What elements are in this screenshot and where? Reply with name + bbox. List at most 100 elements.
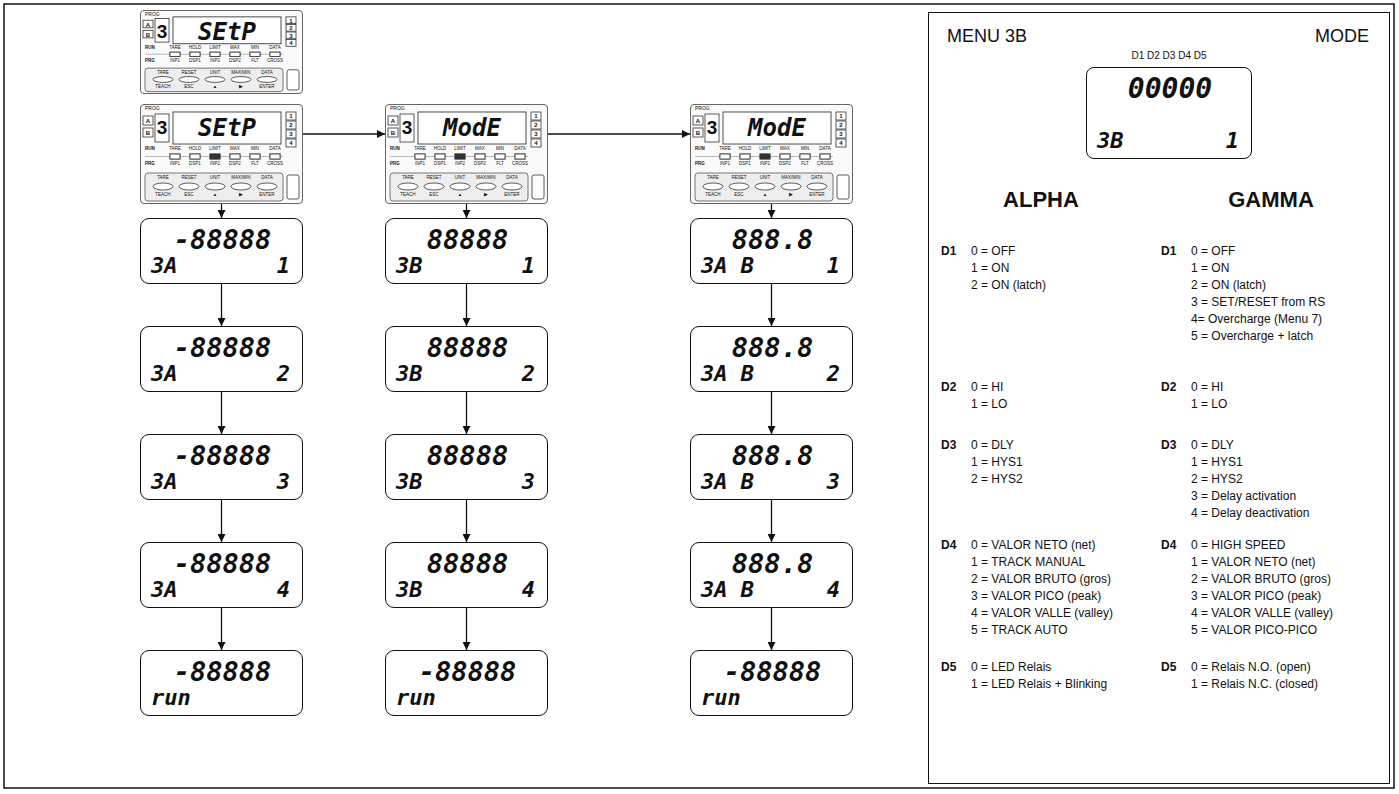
display-readout: 88888 <box>427 334 508 361</box>
panel-label: RUN <box>695 147 705 152</box>
option-text: 0 = OFF <box>971 245 1015 257</box>
key-button <box>231 183 251 190</box>
display-readout: -88888 <box>174 334 272 361</box>
option-text: 0 = OFF <box>1191 245 1235 257</box>
faceplate-part <box>415 154 425 159</box>
faceplate-part <box>475 154 485 159</box>
panel-label: ▶ <box>239 193 243 198</box>
option-text: 0 = DLY <box>1191 439 1234 451</box>
option-text: D3 <box>941 439 956 451</box>
key-button <box>205 183 225 190</box>
faceplate-part <box>286 17 296 24</box>
display-readout: 888.8 <box>732 550 813 577</box>
faceplate-part <box>515 154 525 159</box>
panel-label: RESET <box>181 71 196 76</box>
panel-label: 1 <box>534 113 537 119</box>
panel-label: INP2 <box>210 162 220 167</box>
menu-code: 2 <box>277 363 290 385</box>
option-text: 5 = Overcharge + latch <box>1191 330 1313 342</box>
panel-label: RESET <box>181 176 196 181</box>
faceplate-part <box>531 121 541 129</box>
faceplate-part <box>740 154 750 159</box>
flow-arrow <box>771 608 772 650</box>
menu-code: 2 <box>522 363 535 385</box>
display-readout: -88888 <box>724 658 822 685</box>
lcd-screen: 888.83A B1 <box>690 218 853 284</box>
panel-label: A <box>696 118 700 124</box>
panel-heading: MODE <box>1315 27 1369 45</box>
option-text: 1 = Relais N.C. (closed) <box>1191 678 1318 690</box>
panel-label: UNIT <box>210 176 221 181</box>
faceplate-part <box>286 130 296 138</box>
faceplate-part <box>693 128 703 137</box>
menu-code: 3A B <box>701 363 754 385</box>
faceplate-part <box>800 154 810 159</box>
panel-label: INP2 <box>210 59 220 64</box>
display-readout: -88888 <box>419 658 517 685</box>
flow-arrow <box>466 392 467 434</box>
panel-label: TEACH <box>155 193 170 198</box>
panel-label: 2 <box>289 25 292 31</box>
panel-label: DSP1 <box>189 162 201 167</box>
lcd-screen: 888.83A B3 <box>690 434 853 500</box>
panel-label: DATA <box>811 176 822 181</box>
flow-arrow <box>221 204 222 218</box>
key-button <box>807 183 827 190</box>
option-text: 4 = VALOR VALLE (valley) <box>1191 607 1333 619</box>
faceplate-part <box>250 154 260 159</box>
panel-label: LIMIT <box>209 46 221 51</box>
panel-label: 2 <box>839 122 842 128</box>
panel-label: INP1 <box>415 162 425 167</box>
faceplate-part <box>723 112 831 144</box>
faceplate-part <box>720 154 730 159</box>
panel-label: DATA <box>269 147 280 152</box>
key-button <box>153 183 173 190</box>
faceplate-part <box>173 17 281 44</box>
lcd-screen: -888883A3 <box>140 434 303 500</box>
panel-label: 3 <box>289 131 292 137</box>
panel-label: 2 <box>534 122 537 128</box>
panel-label: PROG <box>695 106 710 111</box>
panel-label: INP2 <box>455 162 465 167</box>
menu-code: 3A B <box>701 579 754 601</box>
panel-label: RESET <box>731 176 746 181</box>
menu-code: 3B <box>396 579 423 601</box>
panel-label: 2 <box>289 122 292 128</box>
display-readout: ModE <box>443 116 501 140</box>
option-text: D2 <box>1161 381 1176 393</box>
panel-label: ▲ <box>458 193 462 198</box>
option-text: 1 = LO <box>971 398 1007 410</box>
option-text: 3 = Delay activation <box>1191 490 1296 502</box>
faceplate-part <box>780 154 790 159</box>
menu-code: run <box>396 687 436 709</box>
faceplate-part <box>210 154 220 159</box>
option-text: D4 <box>941 539 956 551</box>
menu-code: 3A <box>151 471 178 493</box>
panel-label: 4 <box>534 140 537 146</box>
faceplate-part <box>270 52 280 56</box>
panel-label: 4 <box>289 140 292 146</box>
flow-arrow <box>221 500 222 542</box>
panel-label: DATA <box>819 147 830 152</box>
faceplate-part <box>143 116 153 125</box>
menu-code: 3A <box>151 255 178 277</box>
menu-code: 3A <box>151 363 178 385</box>
flow-arrow <box>771 392 772 434</box>
flow-arrow <box>771 500 772 542</box>
panel-label: INP1 <box>170 162 180 167</box>
option-text: 5 = VALOR PICO-PICO <box>1191 624 1317 636</box>
menu-code: 3A <box>151 579 178 601</box>
panel-label: TARE <box>169 46 181 51</box>
panel-label: A <box>146 22 150 28</box>
panel-label: 3 <box>534 131 537 137</box>
lcd-screen: 888.83A B4 <box>690 542 853 608</box>
panel-label: UNIT <box>760 176 771 181</box>
panel-label: B <box>696 130 700 136</box>
faceplate-part <box>286 121 296 129</box>
key-button <box>729 183 749 190</box>
menu-code: 3A B <box>701 471 754 493</box>
menu-code: 3B <box>396 471 423 493</box>
key-button <box>398 183 418 190</box>
panel-label: B <box>391 130 395 136</box>
panel-label: FLT <box>496 162 504 167</box>
